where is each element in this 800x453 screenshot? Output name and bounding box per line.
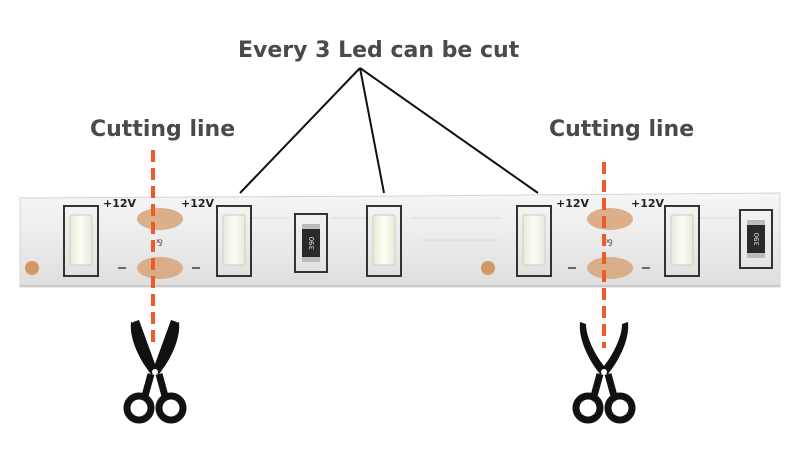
- cutting-line-label-right: Cutting line: [549, 117, 694, 142]
- svg-text:⅋: ⅋: [606, 239, 613, 249]
- title-label: Every 3 Led can be cut: [238, 38, 519, 63]
- solder-dot-left: [25, 261, 39, 275]
- cutting-line-label-left: Cutting line: [90, 117, 235, 142]
- svg-text:⅋: ⅋: [156, 239, 163, 249]
- pointer-lines: [240, 68, 538, 193]
- pad-label-c: +12V: [556, 197, 590, 210]
- solder-dot-middle: [481, 261, 495, 275]
- scissors-icon: [576, 322, 632, 420]
- resistor-1-label: 390: [308, 237, 316, 250]
- resistor-2-label: 390: [753, 233, 761, 246]
- pad-label-d: +12V: [631, 197, 665, 210]
- pad-label-a: +12V: [103, 197, 137, 210]
- pad-label-b: +12V: [181, 197, 215, 210]
